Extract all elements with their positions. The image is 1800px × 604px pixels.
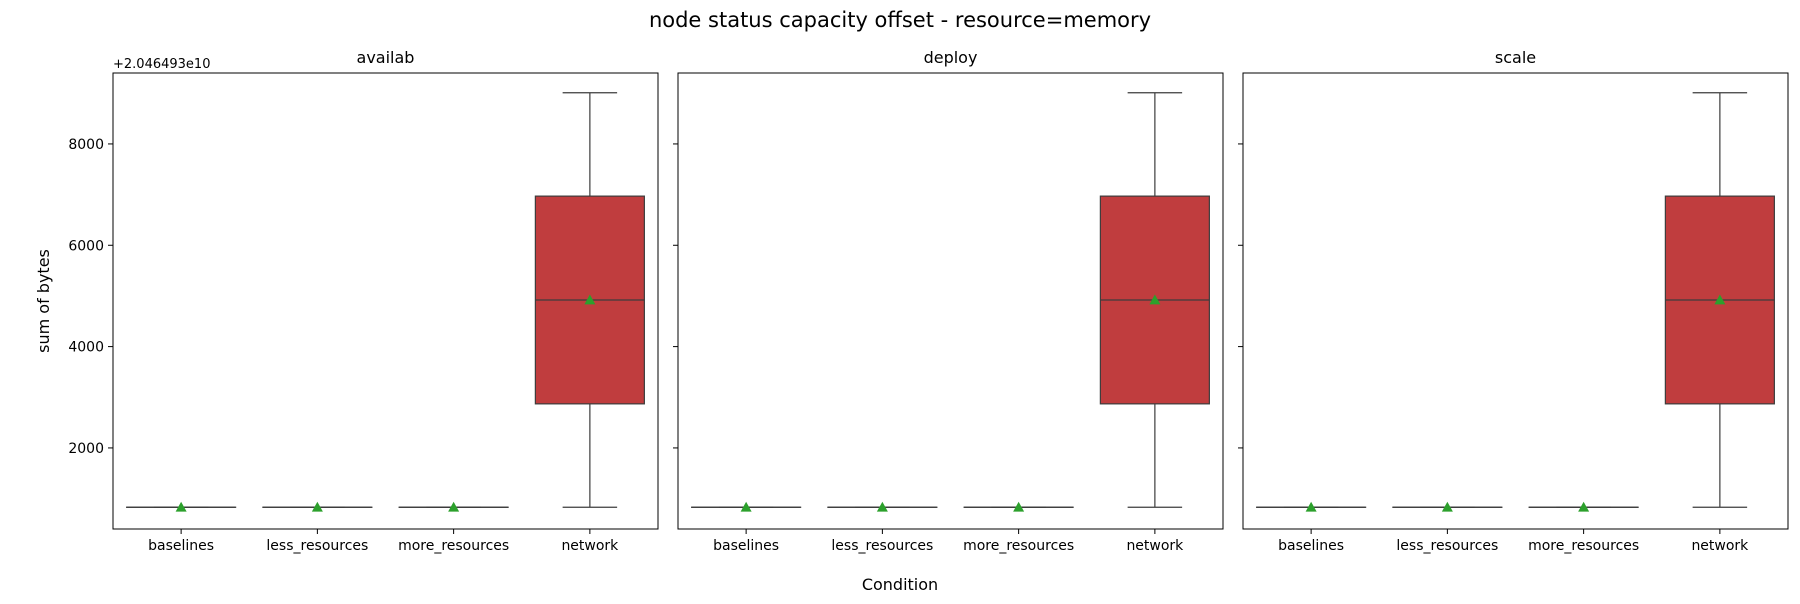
x-tick-label: network [561,538,619,554]
panel-availab: availab 2000 4000 6000 8000 baselines less_res… [68,48,658,554]
x-tick-label: baselines [1278,538,1344,554]
box-baselines [127,502,236,512]
x-tick-label: network [1691,538,1749,554]
box-less_resources [263,502,372,512]
x-tick-label: more_resources [1528,538,1639,554]
y-tick-label: 8000 [68,137,104,153]
panel-deploy: deploy baselines less_resources more_resour… [673,48,1223,554]
y-tick-label: 2000 [68,441,104,457]
y-tick-label: 4000 [68,340,104,356]
box-less_resources [1393,502,1502,512]
chart-title: node status capacity offset - resource=m… [649,8,1151,32]
panel-title: scale [1495,48,1536,67]
x-tick-label: baselines [148,538,214,554]
panel-title: availab [357,48,415,67]
box-network [535,93,644,507]
panel-title: deploy [924,48,978,67]
box-less_resources [828,502,937,512]
box-baselines [1257,502,1366,512]
box-network [1100,93,1209,507]
box-network [1665,93,1774,507]
panel-scale: scale baselines less_resources more_resourc… [1238,48,1788,554]
x-axis-label: Condition [862,575,938,594]
panels-layer: availab 2000 4000 6000 8000 baselines less_res… [68,48,1788,554]
x-tick-label: more_resources [398,538,509,554]
x-tick-label: less_resources [266,538,368,554]
x-tick-label: less_resources [831,538,933,554]
y-axis-offset-label: +2.046493e10 [113,57,210,72]
x-tick-label: baselines [713,538,779,554]
box-baselines [692,502,801,512]
y-tick-label: 6000 [68,238,104,254]
box-more_resources [399,502,508,512]
x-tick-label: less_resources [1396,538,1498,554]
box-more_resources [964,502,1073,512]
x-tick-label: more_resources [963,538,1074,554]
x-tick-label: network [1126,538,1184,554]
y-axis-label: sum of bytes [34,249,53,353]
box-more_resources [1529,502,1638,512]
